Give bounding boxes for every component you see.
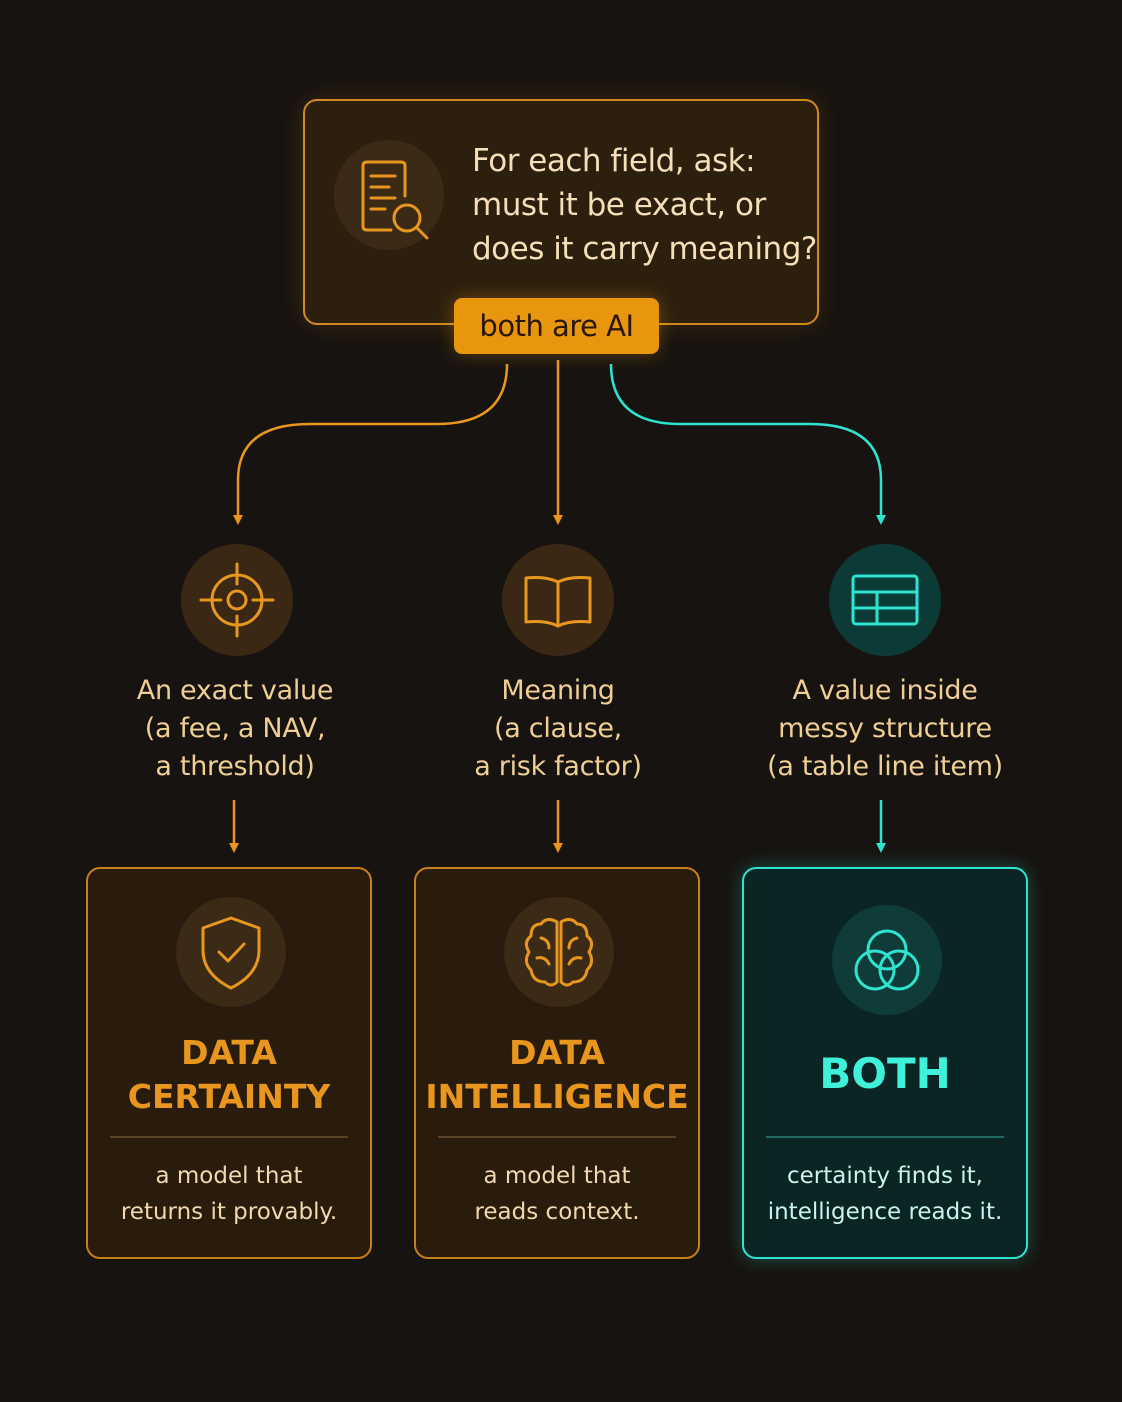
card-description: a model that returns it provably. xyxy=(88,1158,370,1230)
both-are-ai-badge: both are AI xyxy=(454,298,659,354)
branch-line: (a fee, a NAV, xyxy=(144,713,326,744)
branch-line: (a table line item) xyxy=(767,751,1003,782)
card-desc-line: returns it provably. xyxy=(120,1199,338,1225)
branch-line: (a clause, xyxy=(494,713,622,744)
branch-line: Meaning xyxy=(501,675,615,706)
branch-meaning: Meaning (a clause, a risk factor) xyxy=(408,672,708,786)
card-desc-line: certainty finds it, xyxy=(787,1163,983,1189)
arrow-to-messy-structure xyxy=(609,363,886,525)
question-text: For each field, ask: must it be exact, o… xyxy=(472,139,817,271)
card-both: BOTH certainty finds it, intelligence re… xyxy=(742,867,1028,1259)
divider xyxy=(438,1136,676,1138)
branch-line: messy structure xyxy=(778,713,992,744)
open-book-icon xyxy=(502,544,614,656)
card-desc-line: intelligence reads it. xyxy=(767,1199,1003,1225)
overlapping-circles-icon xyxy=(832,905,942,1015)
divider xyxy=(110,1136,348,1138)
document-search-icon xyxy=(334,140,444,250)
branch-line: A value inside xyxy=(792,675,978,706)
card-data-intelligence: DATA INTELLIGENCE a model that reads con… xyxy=(414,867,700,1259)
card-desc-line: a model that xyxy=(483,1163,631,1189)
card-title-line: BOTH xyxy=(819,1049,951,1098)
card-title-line: DATA xyxy=(181,1033,277,1072)
branch-messy-structure: A value inside messy structure (a table … xyxy=(735,672,1035,786)
table-icon xyxy=(829,544,941,656)
card-title: DATA INTELLIGENCE xyxy=(416,1031,698,1119)
arrow-to-exact-value xyxy=(233,363,509,525)
branch-exact-value: An exact value (a fee, a NAV, a threshol… xyxy=(85,672,385,786)
card-title-line: CERTAINTY xyxy=(127,1077,331,1116)
shield-check-icon xyxy=(176,897,286,1007)
card-title-line: DATA xyxy=(509,1033,605,1072)
question-line: does it carry meaning? xyxy=(472,231,817,267)
brain-icon xyxy=(504,897,614,1007)
branch-line: a threshold) xyxy=(155,751,315,782)
card-title: BOTH xyxy=(744,1049,1026,1099)
question-line: must it be exact, or xyxy=(472,187,766,223)
divider xyxy=(766,1136,1004,1138)
card-title-line: INTELLIGENCE xyxy=(425,1077,689,1116)
card-data-certainty: DATA CERTAINTY a model that returns it p… xyxy=(86,867,372,1259)
branch-line: An exact value xyxy=(136,675,334,706)
branch-line: a risk factor) xyxy=(474,751,642,782)
card-title: DATA CERTAINTY xyxy=(88,1031,370,1119)
question-line: For each field, ask: xyxy=(472,143,756,179)
card-description: certainty finds it, intelligence reads i… xyxy=(744,1158,1026,1230)
question-box: For each field, ask: must it be exact, o… xyxy=(303,99,819,325)
card-description: a model that reads context. xyxy=(416,1158,698,1230)
crosshair-icon xyxy=(181,544,293,656)
card-desc-line: a model that xyxy=(155,1163,303,1189)
card-desc-line: reads context. xyxy=(474,1199,640,1225)
